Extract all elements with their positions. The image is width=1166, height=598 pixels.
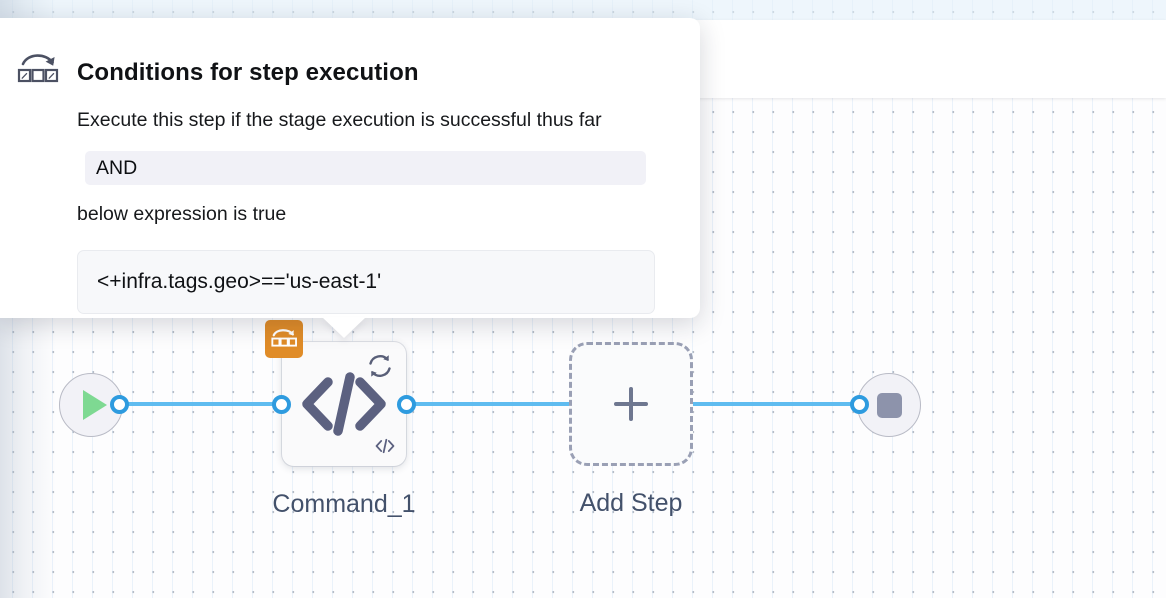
popover-condition-line-2: below expression is true: [77, 203, 287, 225]
add-step-button[interactable]: [569, 342, 693, 466]
popover-title: Conditions for step execution: [77, 59, 419, 86]
edge-command-to-addstep[interactable]: [400, 402, 580, 406]
end-node[interactable]: [857, 373, 921, 437]
add-step-label: Add Step: [579, 489, 683, 517]
step-node-label: Command_1: [272, 490, 416, 518]
condition-expression-field[interactable]: <+infra.tags.geo>=='us-east-1': [77, 250, 655, 314]
retry-loop-icon: [364, 350, 396, 382]
end-node-input-port[interactable]: [850, 395, 869, 414]
plus-icon: [614, 387, 648, 421]
command-step-input-port[interactable]: [272, 395, 291, 414]
step-node-command-1[interactable]: [265, 320, 406, 466]
command-step-output-port[interactable]: [397, 395, 416, 414]
popover-tail: [322, 317, 366, 338]
command-script-icon: [265, 320, 303, 358]
play-icon: [82, 390, 107, 420]
stop-icon: [876, 392, 902, 418]
start-node-output-port[interactable]: [110, 395, 129, 414]
step-conditions-popover: Conditions for step execution Execute th…: [0, 18, 700, 338]
code-brackets-mini-icon: [374, 436, 396, 458]
edge-start-to-command[interactable]: [112, 402, 292, 406]
edge-addstep-to-end[interactable]: [680, 402, 865, 406]
popover-condition-line-1: Execute this step if the stage execution…: [77, 109, 602, 131]
canvas-top-tint: [0, 0, 1166, 20]
code-brackets-icon: [282, 342, 406, 466]
command-script-icon: [16, 50, 60, 90]
condition-operator-field[interactable]: AND: [85, 151, 646, 185]
